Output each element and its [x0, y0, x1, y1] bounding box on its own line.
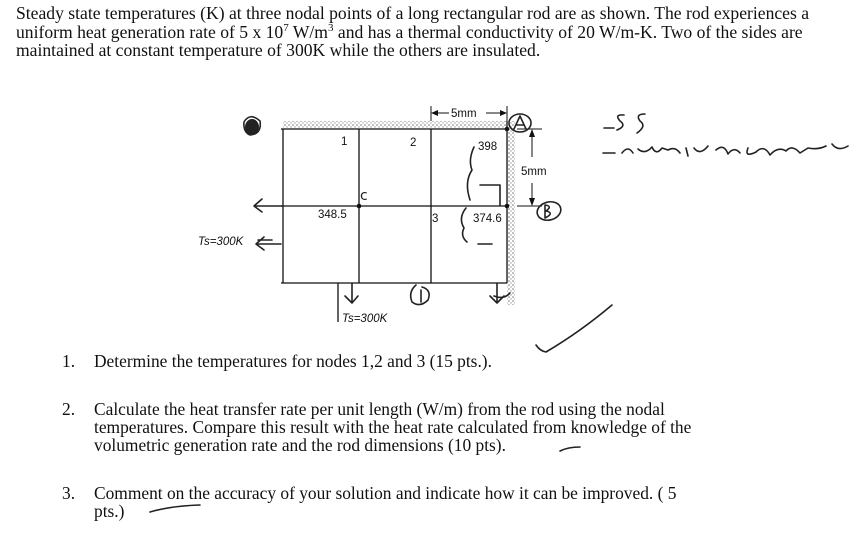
question-3: 3. Comment on the accuracy of your solut… [62, 483, 842, 525]
node-c-temperature: 348.5 [318, 209, 347, 221]
right-bracket-mark [479, 184, 501, 206]
insulated-top-boundary [283, 121, 515, 129]
circled-b-letter [544, 204, 552, 219]
question-3-line-2: pts.) [94, 501, 125, 521]
wavy-curve-upper [466, 146, 475, 201]
node-3-label: 3 [432, 213, 438, 225]
underline-stroke-1 [559, 446, 581, 452]
handwritten-c: c [360, 188, 368, 204]
question-2-line-1: Calculate the heat transfer rate per uni… [94, 399, 665, 419]
ink-blot-ring [243, 115, 262, 136]
question-3-number: 3. [62, 483, 76, 503]
heat-arrow-left-upper [253, 198, 284, 213]
intro-text-3: and has a thermal conductivity of 20 W/m… [16, 21, 803, 60]
circled-a-mark [508, 113, 532, 133]
check-mark [535, 304, 613, 353]
question-2: 2. Calculate the heat transfer rate per … [62, 399, 842, 461]
heat-arrow-left-lower [255, 236, 282, 251]
question-1-line-1: Determine the temperatures for nodes 1,2… [94, 351, 492, 371]
ink-blot [245, 119, 259, 135]
question-3-line-1: Comment on the accuracy of your solution… [94, 483, 677, 503]
wavy-curve-lower [460, 207, 468, 243]
margin-note-constant-property [602, 143, 849, 157]
underline-stroke-2 [149, 504, 201, 513]
horizontal-dimension: 5mm [430, 106, 508, 121]
heat-arrow-down-1 [344, 282, 359, 304]
node-a-temperature: 398 [478, 141, 497, 153]
exponent-3: 3 [328, 21, 334, 34]
node-b-temperature: 374.6 [473, 213, 502, 225]
question-2-line-2: temperatures. Compare this result with t… [94, 417, 692, 437]
node-a-point [504, 126, 510, 132]
node-1-label: 1 [341, 136, 347, 148]
question-1: 1. Determine the temperatures for nodes … [62, 351, 842, 373]
insulated-right-boundary [507, 121, 515, 305]
horizontal-spacing-label: 5mm [451, 108, 477, 120]
vertical-dimension: 5mm [517, 128, 547, 207]
handwritten-annotations: c [149, 113, 849, 513]
node-b-point [504, 203, 510, 209]
intro-text-1: Steady state temperatures (K) at three n… [16, 3, 810, 42]
vertical-spacing-label: 5mm [521, 166, 547, 178]
heat-arrow-down-3 [489, 282, 511, 304]
bottom-boundary-label: Ts=300K [342, 313, 389, 325]
node-2-label: 2 [410, 137, 416, 149]
question-1-number: 1. [62, 351, 76, 371]
circled-a-letter [513, 115, 527, 130]
circled-b-mark [536, 200, 562, 222]
problem-statement: Steady state temperatures (K) at three n… [16, 4, 846, 60]
margin-note-ss [603, 113, 646, 134]
intro-text-2: W/m [288, 21, 328, 42]
exponent-7: 7 [283, 21, 289, 34]
heat-arrow-down-2 [409, 284, 430, 306]
question-2-line-3: volumetric generation rate and the rod d… [94, 435, 506, 455]
node-c-point [356, 203, 362, 209]
left-boundary-label: Ts=300K [198, 236, 245, 248]
question-2-number: 2. [62, 399, 76, 419]
